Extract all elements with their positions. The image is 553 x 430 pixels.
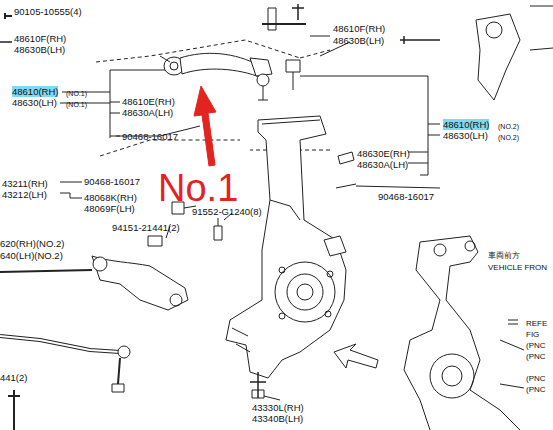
- part-number: FIG: [526, 329, 539, 340]
- callout-number: No.1: [158, 168, 238, 208]
- part-number: 48610F(RH): [14, 33, 66, 44]
- part-number: 48068K(RH): [84, 192, 137, 203]
- part-number: 48630B(LH): [14, 44, 65, 55]
- part-number: 90468-16017: [378, 191, 434, 202]
- part-number: 43340B(LH): [252, 413, 303, 424]
- part-number: (NO.2): [498, 121, 519, 132]
- part-number: (PNC: [526, 351, 546, 362]
- part-number: 48610E(RH): [122, 96, 175, 107]
- part-number: 90105-10555(4): [14, 6, 82, 17]
- part-number: 43212(LH): [2, 189, 47, 200]
- part-number: (PNC: [526, 340, 546, 351]
- part-number: 48630A(LH): [122, 107, 173, 118]
- part-number: 43330L(RH): [252, 402, 304, 413]
- part-number: 90468-16017: [84, 176, 140, 187]
- part-number: (NO.1): [66, 88, 87, 99]
- part-number: 48610F(RH): [333, 23, 385, 34]
- part-number: 車両前方: [488, 250, 520, 261]
- part-number: VEHICLE FRON: [488, 262, 547, 273]
- part-number: (NO.2): [498, 132, 519, 143]
- part-number: 441(2): [0, 372, 27, 383]
- part-number: 48630(LH): [12, 97, 57, 108]
- part-number: 640(LH)(NO.2): [0, 250, 63, 261]
- part-number: 48630A(LH): [357, 159, 408, 170]
- part-number: 48630B(LH): [333, 35, 384, 46]
- part-number: 48610(RH): [443, 119, 489, 130]
- part-number: 48630(LH): [443, 130, 488, 141]
- part-number: (PNC: [526, 373, 546, 384]
- part-number: REFE: [526, 318, 547, 329]
- part-number: 48630E(RH): [357, 148, 410, 159]
- part-number: 620(RH)(NO.2): [0, 238, 64, 249]
- part-number: 90468-16017: [122, 131, 178, 142]
- part-number: 48610(RH): [12, 86, 58, 97]
- part-number: 43211(RH): [2, 178, 48, 189]
- part-number: (PNC: [526, 384, 546, 395]
- part-number: 48069F(LH): [84, 203, 135, 214]
- part-number: 94151-21441(2): [112, 222, 180, 233]
- part-number: (NO.1): [66, 99, 87, 110]
